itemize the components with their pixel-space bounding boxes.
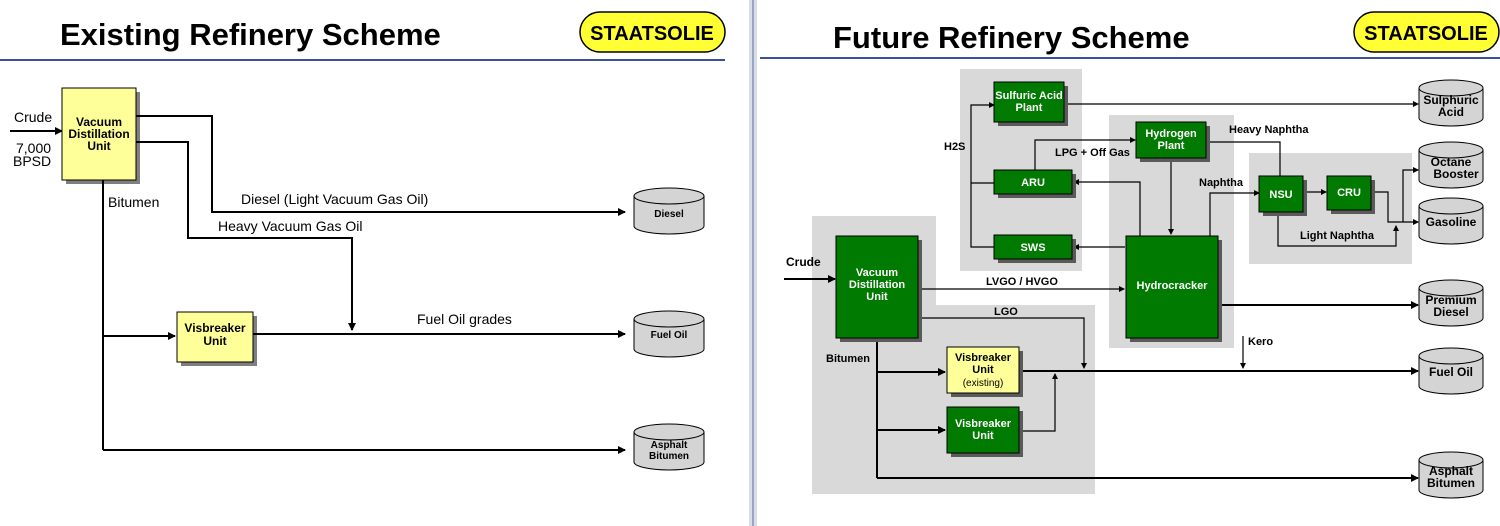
right-tank-asphalt: Asphalt Bitumen [1418, 451, 1484, 499]
left-tank-asphalt: Asphalt Bitumen [633, 423, 705, 471]
svg-text:Unit: Unit [972, 430, 994, 442]
label-heavy-naphtha: Heavy Naphtha [1229, 124, 1309, 136]
left-bitumen-label: Bitumen [108, 194, 159, 210]
area-visbreaking [936, 305, 1095, 494]
unit-sulfuric-acid: Sulfuric Acid Plant [993, 81, 1068, 126]
svg-text:Unit: Unit [866, 291, 888, 303]
svg-text:Plant: Plant [1016, 102, 1043, 114]
left-diesel-line [136, 115, 626, 216]
svg-text:Diesel: Diesel [1433, 305, 1468, 319]
svg-text:Visbreaker: Visbreaker [955, 352, 1012, 364]
left-tank-fuel-oil: Fuel Oil [633, 310, 705, 358]
right-tank-fuel-oil: Fuel Oil [1418, 347, 1484, 395]
svg-text:Booster: Booster [1433, 167, 1479, 181]
unit-visbreaker-existing: Visbreaker Unit (existing) [946, 346, 1023, 397]
left-hvgo-label: Heavy Vacuum Gas Oil [218, 218, 362, 234]
left-vdu-box: Vacuum Distillation Unit [61, 87, 140, 184]
right-crude-label: Crude [786, 255, 821, 269]
left-visbreaker-l1: Visbreaker [184, 321, 245, 335]
svg-text:Sulfuric Acid: Sulfuric Acid [995, 90, 1062, 102]
unit-hydrocracker: Hydrocracker [1125, 235, 1222, 342]
left-visbreaker-box: Visbreaker Unit [176, 311, 257, 366]
svg-text:Acid: Acid [1438, 105, 1464, 119]
svg-text:Fuel Oil: Fuel Oil [1429, 365, 1473, 379]
svg-text:Distillation: Distillation [849, 279, 906, 291]
left-tank-diesel: Diesel [633, 187, 705, 235]
label-kero: Kero [1248, 336, 1273, 348]
svg-text:Sulphuric: Sulphuric [1423, 93, 1479, 107]
unit-aru: ARU [993, 169, 1076, 198]
svg-text:Premium: Premium [1425, 293, 1476, 307]
right-tank-sulphuric-acid: Sulphuric Acid [1418, 79, 1484, 127]
left-crude-label: Crude [14, 109, 52, 125]
left-capacity-2: BPSD [13, 153, 51, 169]
right-tank-gasoline: Gasoline [1418, 197, 1484, 245]
svg-text:Hydrocracker: Hydrocracker [1137, 280, 1209, 292]
svg-text:Plant: Plant [1158, 140, 1185, 152]
right-flow-lines [876, 101, 1419, 482]
right-title: Future Refinery Scheme [833, 20, 1190, 55]
svg-text:Bitumen: Bitumen [1427, 476, 1475, 490]
svg-text:Hydrogen: Hydrogen [1145, 128, 1197, 140]
left-tank-diesel-label: Diesel [654, 209, 684, 220]
svg-text:ARU: ARU [1021, 177, 1045, 189]
right-tank-octane-booster: Octane Booster [1418, 141, 1484, 189]
svg-text:Asphalt: Asphalt [1429, 464, 1473, 478]
left-tank-asphalt-l1: Asphalt [651, 440, 688, 451]
unit-hydrogen: Hydrogen Plant [1135, 121, 1210, 162]
right-tank-premium-diesel: Premium Diesel [1418, 279, 1484, 327]
right-logo-text: STAATSOLIE [1364, 23, 1488, 45]
right-logo: STAATSOLIE [1353, 11, 1500, 53]
label-lpg: LPG + Off Gas [1055, 147, 1130, 159]
left-vdu-l1: Vacuum [76, 115, 122, 129]
svg-text:(existing): (existing) [963, 378, 1004, 389]
right-slide: Future Refinery Scheme STAATSOLIE Crude [760, 11, 1500, 499]
left-vdu-l3: Unit [87, 139, 110, 153]
label-light-naphtha: Light Naphtha [1300, 230, 1375, 242]
label-lgo: LGO [994, 306, 1018, 318]
left-fuel-oil-label: Fuel Oil grades [417, 311, 512, 327]
left-hvgo-line [136, 141, 356, 331]
left-tank-asphalt-l2: Bitumen [649, 451, 689, 462]
left-logo-text: STAATSOLIE [590, 23, 714, 45]
left-capacity-1: 7,000 [16, 140, 51, 156]
unit-visbreaker-new: Visbreaker Unit [946, 406, 1023, 457]
svg-text:Vacuum: Vacuum [856, 267, 898, 279]
left-logo: STAATSOLIE [579, 11, 726, 53]
svg-text:SWS: SWS [1020, 242, 1045, 254]
unit-cru: CRU [1326, 175, 1375, 214]
unit-nsu: NSU [1258, 175, 1307, 216]
left-visbreaker-l2: Unit [203, 334, 226, 348]
left-diesel-label: Diesel (Light Vacuum Gas Oil) [241, 191, 428, 207]
svg-text:Visbreaker: Visbreaker [955, 418, 1012, 430]
unit-sws: SWS [993, 234, 1076, 263]
svg-text:CRU: CRU [1337, 187, 1361, 199]
left-slide: Existing Refinery Scheme STAATSOLIE Crud… [0, 11, 726, 471]
label-bitumen: Bitumen [826, 353, 870, 365]
left-vdu-l2: Distillation [68, 127, 129, 141]
svg-text:Gasoline: Gasoline [1426, 215, 1477, 229]
label-naphtha: Naphtha [1199, 177, 1244, 189]
svg-text:Unit: Unit [972, 364, 994, 376]
svg-text:Octane: Octane [1431, 155, 1472, 169]
label-h2s: H2S [944, 141, 965, 153]
svg-text:NSU: NSU [1269, 189, 1292, 201]
left-tank-fuel-oil-label: Fuel Oil [651, 330, 688, 341]
label-lvgo-hvgo: LVGO / HVGO [986, 276, 1058, 288]
left-title: Existing Refinery Scheme [60, 17, 441, 52]
unit-vdu: Vacuum Distillation Unit [835, 235, 922, 342]
